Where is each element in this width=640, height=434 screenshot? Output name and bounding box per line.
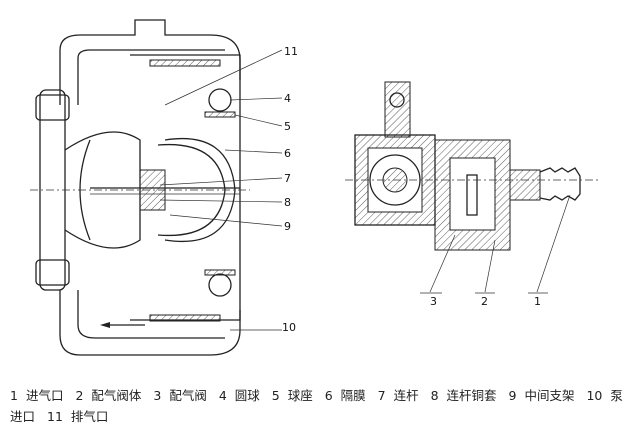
legend-item: 5 球座 xyxy=(271,388,313,403)
legend-item: 4 圆球 xyxy=(218,388,260,403)
legend-item: 10 泵进口 xyxy=(10,388,623,424)
legend-item: 1 进气口 xyxy=(10,388,64,403)
label-10: 10 xyxy=(282,321,296,334)
legend-item: 9 中间支架 xyxy=(508,388,575,403)
label-6: 6 xyxy=(284,147,291,160)
legend-item: 8 连杆铜套 xyxy=(430,388,497,403)
label-3: 3 xyxy=(430,295,437,308)
pump-section-view: 11 4 5 6 7 8 9 10 xyxy=(30,19,298,356)
label-1: 1 xyxy=(534,295,541,308)
label-7: 7 xyxy=(284,172,291,185)
legend-item: 2 配气阀体 xyxy=(75,388,142,403)
label-11: 11 xyxy=(284,45,298,58)
legend-item: 7 连杆 xyxy=(377,388,419,403)
label-8: 8 xyxy=(284,196,291,209)
air-valve-section-view: 3 2 1 xyxy=(345,81,600,308)
pump-diagram: 11 4 5 6 7 8 9 10 3 2 1 xyxy=(30,19,600,356)
left-view-labels: 11 4 5 6 7 8 9 10 xyxy=(282,45,298,334)
parts-legend: 1 进气口 2 配气阀体 3 配气阀 4 圆球 5 球座 6 隔膜 7 连杆 8… xyxy=(10,385,635,427)
label-4: 4 xyxy=(284,92,291,105)
label-9: 9 xyxy=(284,220,291,233)
label-5: 5 xyxy=(284,120,291,133)
legend-item: 3 配气阀 xyxy=(153,388,207,403)
legend-item: 6 隔膜 xyxy=(324,388,366,403)
label-2: 2 xyxy=(481,295,488,308)
legend-item: 11 排气口 xyxy=(47,409,109,424)
